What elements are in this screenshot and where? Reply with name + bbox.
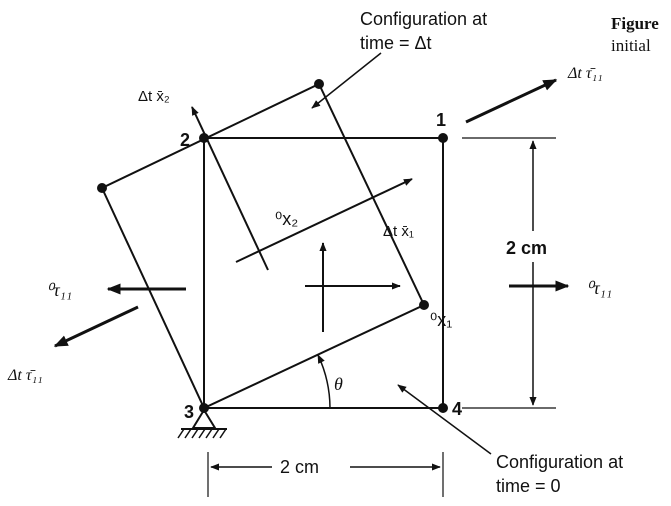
axis-dt-x2-label: Δt x̄₂ [138,88,170,105]
leader-arrow-config-0 [397,384,492,455]
axis-0x2-label: ⁰x₂ [275,209,298,229]
horizontal-dimension [207,452,444,497]
axis-0x1-label: ⁰x₁ [430,310,452,330]
dim-vertical-label: 2 cm [506,238,547,258]
config-dt-label-line1: Configuration at [360,9,487,29]
figure-caption-line2: initial [611,36,651,55]
axis-dt-x1 [235,178,413,263]
stress-right-0-label: ⁰τ₁₁ [586,278,612,298]
leader-arrow-config-dt [311,52,382,109]
config-dt-label-line2: time = Δt [360,33,432,53]
node-1-dot [438,133,448,143]
stress-right-dt-label: Δt τ̄₁₁ [567,65,603,82]
rotated-square [100,82,426,410]
angle-arc [317,354,331,409]
stress-arrow-right-dt [465,78,558,124]
angle-theta-label: θ [334,374,343,394]
rotated-node-left-dot [97,183,107,193]
config-0-label-line2: time = 0 [496,476,561,496]
node-2-dot [199,133,209,143]
stress-left-0-label: ⁰τ₁₁ [46,280,72,300]
node-4-dot [438,403,448,413]
axis-dt-x2 [191,106,269,271]
axis-dt-x1-label: Δt x̄₁ [383,223,414,240]
figure-caption-word: Figure [611,14,659,33]
rotated-node-top-dot [314,79,324,89]
vertical-dimension [462,137,556,409]
config-0-label-line1: Configuration at [496,452,623,472]
stress-arrow-left-dt [53,305,139,348]
node-2-label: 2 [180,130,190,150]
node-3-label: 3 [184,402,194,422]
rotated-node-right-dot [419,300,429,310]
pin-support [177,408,227,439]
node-3-dot [199,403,209,413]
node-1-label: 1 [436,110,446,130]
node-4-label: 4 [452,399,462,419]
dim-horizontal-label: 2 cm [280,457,319,477]
stress-left-dt-label: Δt τ̄₁₁ [7,367,43,384]
